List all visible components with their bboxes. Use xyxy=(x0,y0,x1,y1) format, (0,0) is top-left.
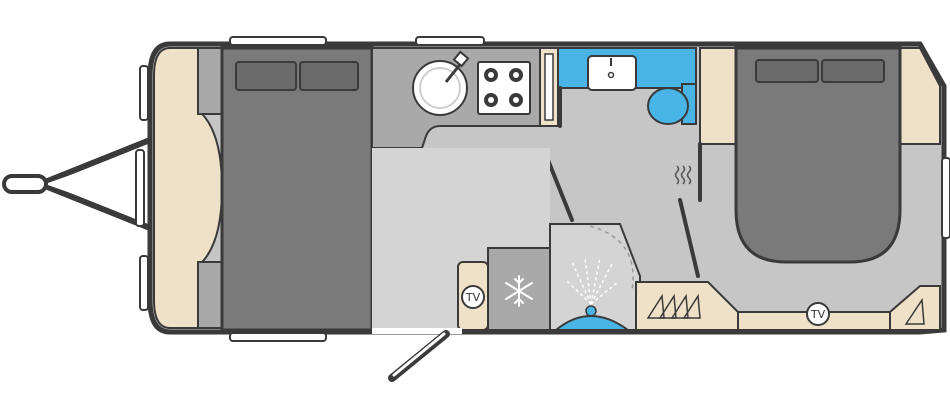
sink-icon xyxy=(412,50,470,116)
pillow xyxy=(299,61,359,91)
window xyxy=(941,157,950,239)
pillow xyxy=(821,59,885,83)
shower-door-arc xyxy=(589,225,634,291)
shower-icon xyxy=(565,257,619,305)
front-side-cabinet-bottom xyxy=(197,261,223,329)
shower-tray xyxy=(553,315,632,331)
windows xyxy=(135,36,950,342)
pillow xyxy=(235,61,297,91)
window xyxy=(229,332,327,342)
pillow xyxy=(755,59,819,83)
hob-icon xyxy=(477,61,531,115)
radiator-icon xyxy=(674,165,692,185)
tv-front-label: TV xyxy=(465,291,481,304)
tow-hitch xyxy=(2,137,152,231)
tv-rear-label: TV xyxy=(810,308,826,321)
window xyxy=(139,255,149,311)
rear-bedside-right xyxy=(899,47,941,145)
front-side-cabinet-top xyxy=(197,47,223,115)
entrance-door xyxy=(372,328,462,382)
window xyxy=(415,36,485,46)
tv-rear-badge: TV xyxy=(806,302,830,326)
front-double-bed xyxy=(220,46,374,332)
rear-corner-cabinet xyxy=(889,285,941,331)
tv-front-badge: TV xyxy=(461,285,485,309)
snowflake-icon xyxy=(505,275,533,307)
rear-bedside-left xyxy=(699,47,737,145)
window xyxy=(229,36,327,46)
toilet xyxy=(647,83,697,125)
window xyxy=(139,65,149,121)
window xyxy=(135,149,145,227)
coat-hanger-icon xyxy=(646,293,701,319)
rear-island-bed xyxy=(734,46,902,264)
